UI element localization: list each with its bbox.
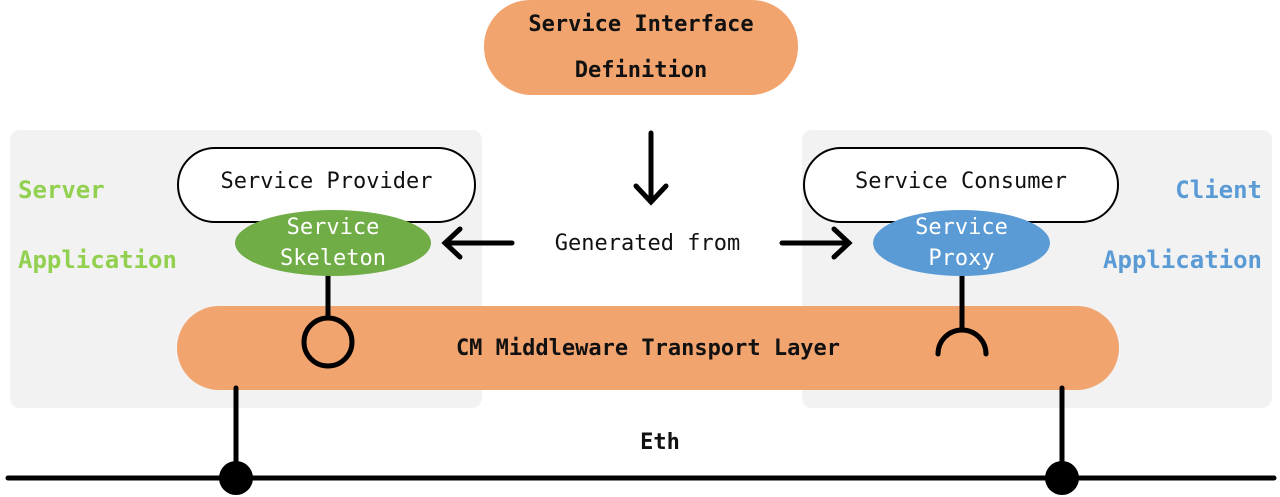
generated-from-label: Generated from: [554, 231, 741, 256]
server-application-label: Server Application: [18, 155, 177, 295]
skeleton-line2: Skeleton: [280, 246, 386, 271]
provided-interface-icon: [301, 269, 355, 369]
server-eth-node: [219, 461, 253, 495]
interface-line2: Definition: [574, 57, 708, 83]
proxy-line1: Service: [915, 215, 1008, 240]
server-label-line2: Application: [18, 246, 177, 274]
client-label-line2: Application: [1103, 246, 1262, 274]
service-interface-definition: Service Interface Definition: [484, 0, 798, 95]
client-application-label: Client Application: [1103, 155, 1262, 295]
service-consumer-label: Service Consumer: [855, 168, 1067, 194]
service-proxy: Service Proxy: [873, 210, 1050, 276]
interface-line1: Service Interface: [528, 11, 754, 37]
required-interface-icon: [935, 269, 989, 357]
eth-label: Eth: [640, 430, 680, 455]
arrow-down-icon: [633, 130, 669, 206]
transport-layer-label: CM Middleware Transport Layer: [455, 335, 841, 361]
arrow-right-icon: [779, 226, 853, 260]
service-provider-label: Service Provider: [220, 168, 433, 194]
service-skeleton: Service Skeleton: [235, 210, 431, 276]
server-label-line1: Server: [18, 176, 105, 204]
proxy-line2: Proxy: [928, 246, 995, 271]
arrow-left-icon: [441, 226, 515, 260]
client-label-line1: Client: [1175, 176, 1262, 204]
client-eth-node: [1045, 461, 1079, 495]
skeleton-line1: Service: [286, 215, 380, 240]
